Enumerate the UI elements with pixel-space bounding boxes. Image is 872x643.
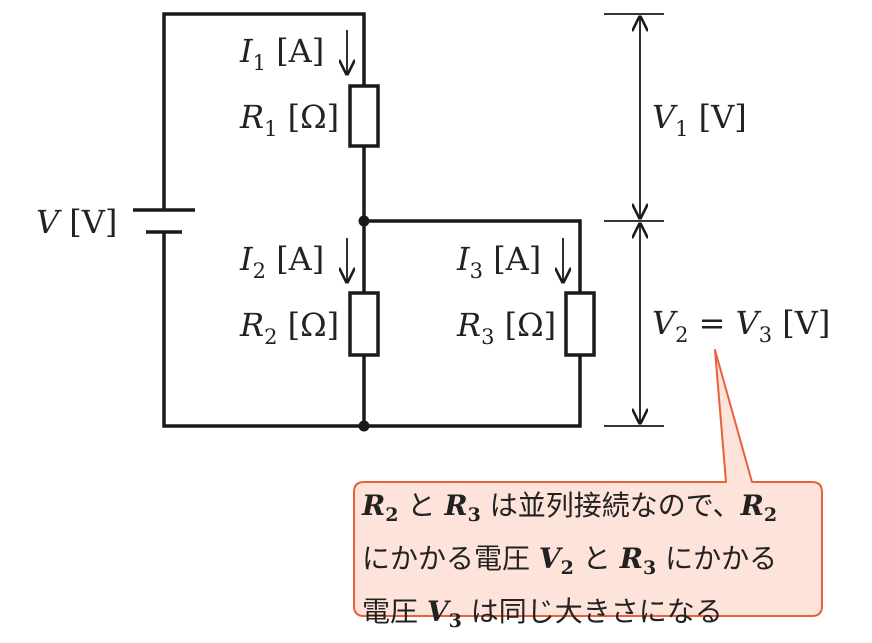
label-r2: R2 [Ω]: [239, 306, 339, 349]
label-v1: V1 [V]: [652, 98, 747, 141]
label-r3: R3 [Ω]: [456, 306, 556, 349]
wires: [162, 12, 582, 428]
voltage-dimensions: [604, 13, 664, 427]
resistor-r3: [564, 291, 596, 357]
label-r1: R1 [Ω]: [239, 98, 339, 141]
label-i2: I2 [A]: [239, 240, 324, 283]
wire-r3-to-bottom: [162, 232, 582, 428]
callout-text: R2 と R3 は並列接続なので、R2 にかかる電圧 V2 と R3 にかかる …: [362, 484, 822, 643]
label-v: V [V]: [36, 203, 117, 241]
battery: [133, 208, 195, 234]
callout-r3-second: R3: [619, 542, 657, 579]
wire-node-to-r3: [362, 219, 582, 295]
resistor-r1: [348, 84, 380, 148]
callout-line-1: R2 と R3 は並列接続なので、R2: [362, 489, 778, 526]
callout-r2-second: R2: [740, 489, 778, 526]
circuit-diagram: V [V] I1 [A] R1 [Ω] I2 [A] R2 [Ω] I3 [A]…: [36, 12, 830, 617]
resistor-r2: [348, 291, 380, 357]
junction-bottom: [358, 420, 370, 432]
callout-balloon: [353, 349, 823, 617]
figure: V [V] I1 [A] R1 [Ω] I2 [A] R2 [Ω] I3 [A]…: [36, 12, 830, 632]
wire-top-left: [162, 12, 366, 210]
callout-r2: R2: [362, 489, 399, 526]
callout-line-3: 電圧 V3 は同じ大きさになる: [362, 595, 723, 632]
junction-top: [358, 215, 370, 227]
callout-v2: V2: [538, 542, 574, 579]
callout-v3: V3: [426, 595, 462, 632]
callout-r3: R3: [444, 489, 481, 526]
current-arrows: [347, 30, 563, 282]
label-v2-eq-v3: V2 = V3 [V]: [652, 304, 830, 347]
label-i3: I3 [A]: [456, 240, 541, 283]
callout-line-2: にかかる電圧 V2 と R3 にかかる: [362, 542, 778, 579]
label-i1: I1 [A]: [239, 32, 324, 75]
